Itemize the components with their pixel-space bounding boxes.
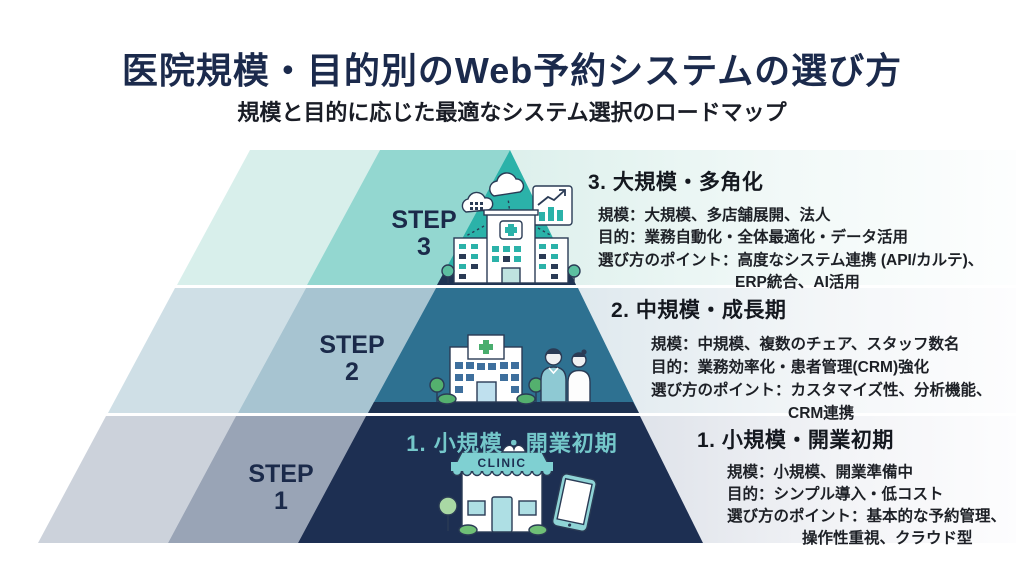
level1-echo-light [38, 416, 236, 543]
level3-heading: 3. 大規模・多角化 [588, 171, 764, 194]
level1-inner-title: 1. 小規模・開業初期 [406, 431, 618, 456]
level2-heading: 2. 中規模・成長期 [611, 299, 787, 322]
clinic-storefront-icon [438, 451, 554, 536]
level2-echo-medium [238, 288, 436, 413]
level3-point-line-2: ERP統合、AI活用 [735, 274, 860, 292]
clinic-sign-label: CLINIC [478, 456, 527, 470]
step-3-word: STEP [391, 206, 457, 234]
nurse-icon [567, 349, 591, 403]
level2-purpose-line: 目的：業務効率化・患者管理(CRM)強化 [651, 359, 930, 376]
detail-block-level3: 3. 大規模・多角化 規模：大規模、多店舗展開、法人 目的：業務自動化・全体最適… [588, 166, 983, 295]
level1-point-line: 選び方のポイント：基本的な予約管理、 [727, 508, 1007, 525]
level1-point-line-2: 操作性重視、クラウド型 [802, 530, 973, 547]
large-hospital-icon [453, 209, 569, 284]
level1-purpose-line: 目的：シンプル導入・低コスト [727, 486, 944, 503]
level2-scale-line: 規模：中規模、複数のチェア、スタッフ数名 [651, 336, 960, 353]
level2-point-line: 選び方のポイント：カスタマイズ性、分析機能、 [651, 382, 992, 399]
medium-hospital-icon [429, 334, 544, 405]
step-2-number: 2 [345, 358, 359, 386]
page-title: 医院規模・目的別のWeb予約システムの選び方 [121, 50, 903, 91]
detail-block-level2: 2. 中規模・成長期 規模：中規模、複数のチェア、スタッフ数名 目的：業務効率化… [611, 294, 992, 425]
level2-point-line-2: CRM連携 [788, 405, 855, 422]
level3-echo-medium [307, 150, 510, 285]
level2-echo-light [108, 288, 306, 413]
level3-scale-line: 規模：大規模、多店舗展開、法人 [598, 207, 831, 224]
step-1-word: STEP [248, 460, 314, 488]
page-subtitle: 規模と目的に応じた最適なシステム選択のロードマップ [237, 100, 787, 125]
level3-echo-light [177, 150, 380, 285]
level1-heading: 1. 小規模・開業初期 [697, 429, 894, 452]
level1-right-fade [640, 416, 1016, 543]
level2-ground-bar [368, 402, 639, 413]
level1-detail-lines: 規模：小規模、開業準備中 目的：シンプル導入・低コスト 選び方のポイント：基本的… [727, 462, 1006, 550]
step-3-number: 3 [417, 233, 431, 261]
level1-echo-medium [168, 416, 366, 543]
detail-block-level1: 1. 小規模・開業初期 規模：小規模、開業準備中 目的：シンプル導入・低コスト … [697, 424, 1006, 550]
level1-scale-line: 規模：小規模、開業準備中 [727, 464, 914, 481]
level3-purpose-line: 目的：業務自動化・全体最適化・データ活用 [598, 229, 909, 247]
hospital-staff-illustration [429, 334, 591, 405]
clinic-tablet-illustration [438, 444, 597, 536]
server-cloud-icon [461, 191, 494, 213]
level3-right-fade [510, 150, 1016, 285]
level3-detail-lines: 規模：大規模、多店舗展開、法人 目的：業務自動化・全体最適化・データ活用 選び方… [598, 205, 983, 295]
doctor-icon [540, 348, 567, 403]
tablet-icon [551, 473, 597, 532]
growth-chart-icon [532, 185, 573, 226]
step-1-number: 1 [274, 487, 288, 515]
level2-detail-lines: 規模：中規模、複数のチェア、スタッフ数名 目的：業務効率化・患者管理(CRM)強… [651, 333, 992, 425]
hospital-network-illustration [441, 172, 581, 284]
tree-icon [441, 264, 581, 283]
level2-right-fade [578, 288, 1016, 413]
cloud-icon [489, 172, 525, 197]
step-2-word: STEP [319, 331, 385, 359]
level3-point-line: 選び方のポイント：高度なシステム連携 (API/カルテ)、 [598, 251, 984, 269]
